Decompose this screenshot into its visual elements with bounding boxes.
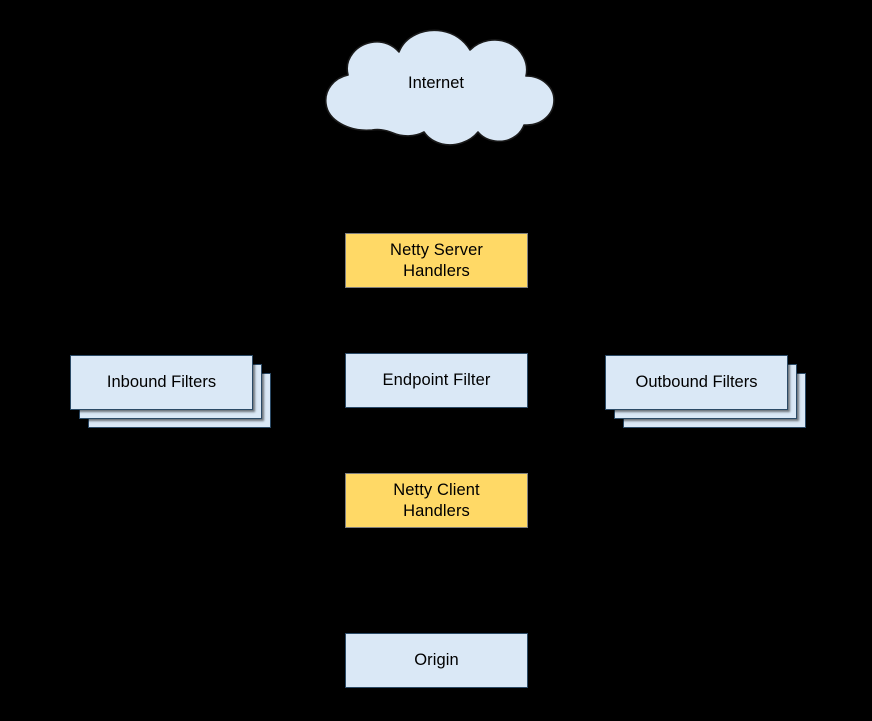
netty-client-handlers-box[interactable]: Netty Client Handlers [345, 473, 528, 528]
internet-label: Internet [408, 74, 464, 92]
outbound-filters-layer-front[interactable]: Outbound Filters [605, 355, 788, 410]
endpoint-filter-box[interactable]: Endpoint Filter [345, 353, 528, 408]
origin-box[interactable]: Origin [345, 633, 528, 688]
arrowhead-origin-top [432, 625, 440, 633]
netty-server-handlers-box[interactable]: Netty Server Handlers [345, 233, 528, 288]
outbound-filters-stack[interactable]: Outbound Filters [605, 355, 806, 428]
arrowhead-outbound-left [597, 377, 605, 385]
internet-cloud: Internet [300, 28, 572, 148]
inbound-filters-layer-front[interactable]: Inbound Filters [70, 355, 253, 410]
arrowhead-client-top [432, 465, 440, 473]
outbound-filters-label: Outbound Filters [635, 373, 758, 392]
arrowhead-endpoint-left [337, 377, 345, 385]
inbound-filters-label: Inbound Filters [106, 373, 217, 392]
arrowhead-endpoint-top [432, 345, 440, 353]
cloud-shape [324, 29, 555, 146]
inbound-filters-stack[interactable]: Inbound Filters [70, 355, 271, 428]
arrowhead-netty-server-top [432, 225, 440, 233]
